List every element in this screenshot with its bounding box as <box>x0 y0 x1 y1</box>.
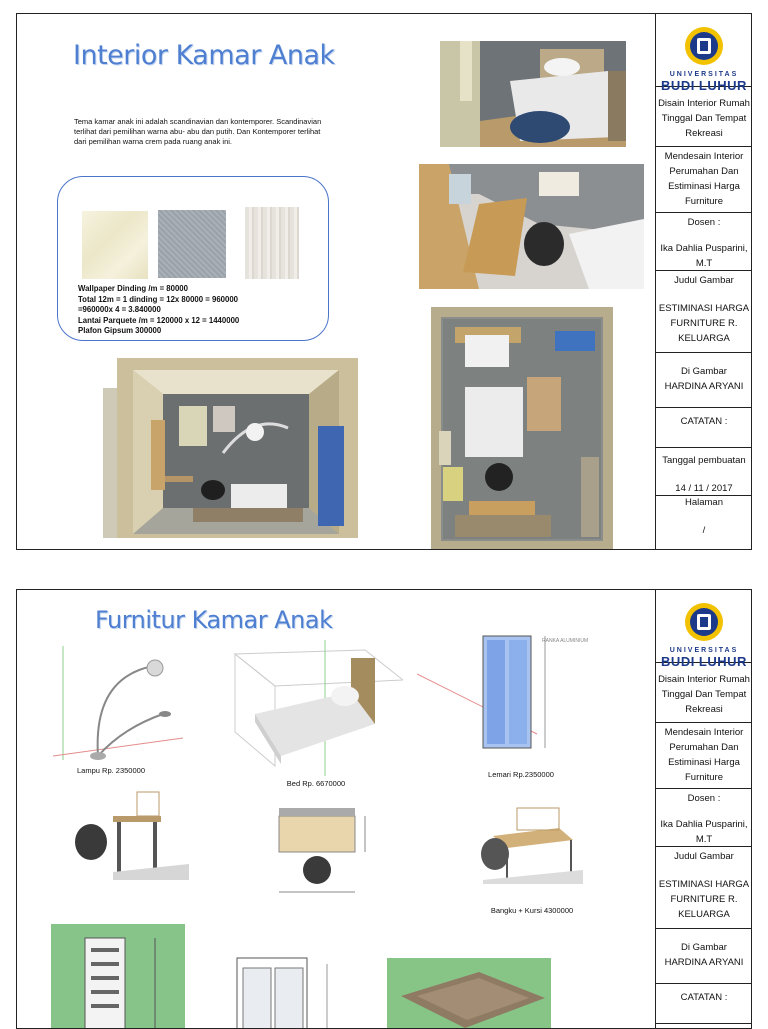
render-floor-plan <box>431 307 613 549</box>
project-title: Disain Interior Rumah Tinggal Dan Tempat… <box>656 662 752 723</box>
sheet-2-content: Furnitur Kamar Anak Lampu Rp. 2350000 Be… <box>17 590 655 1028</box>
university-logo-icon <box>685 603 723 641</box>
logo-cell: UNIVERSITAS BUDI LUHUR <box>656 590 752 669</box>
title-block: UNIVERSITAS BUDI LUHUR Disain Interior R… <box>655 14 752 549</box>
wallpaper-swatch <box>82 211 148 279</box>
page-label: Halaman <box>684 497 724 508</box>
project-title: Disain Interior Rumah Tinggal Dan Tempat… <box>656 86 752 147</box>
render-bed-closeup <box>440 41 626 147</box>
bed-caption: Bed Rp. 6670000 <box>286 779 346 788</box>
svg-text:RANKA ALUMINIUM: RANKA ALUMINIUM <box>542 638 588 644</box>
render-desk-view <box>419 164 644 289</box>
drawn-by: Di Gambar HARDINA ARYANI <box>656 353 752 408</box>
university-label: UNIVERSITAS <box>669 647 739 654</box>
drawing-sheet-1: Interior Kamar Anak Tema kamar anak ini … <box>16 13 752 550</box>
university-logo-icon <box>685 27 723 65</box>
drawn-label: Di Gambar <box>681 942 727 953</box>
desk-perspective-sketch <box>481 807 583 884</box>
university-label: UNIVERSITAS <box>669 71 739 78</box>
sheet-1-content: Interior Kamar Anak Tema kamar anak ini … <box>17 14 655 549</box>
dosen-name: Ika Dahlia Pusparini, M.T <box>656 809 752 847</box>
lamp-sketch <box>53 646 183 760</box>
render-room-perspective <box>103 358 358 538</box>
desk-side-sketch <box>75 791 189 880</box>
cost-line: Lantai Parquete /m = 120000 x 12 = 14400… <box>78 315 240 325</box>
window-sketch <box>236 957 328 1028</box>
drawn-label: Di Gambar <box>681 366 727 377</box>
materials-box: Wallpaper Dinding /m = 80000 Total 12m =… <box>57 176 329 341</box>
drawn-name: HARDINA ARYANI <box>664 381 744 392</box>
cost-line: Wallpaper Dinding /m = 80000 <box>78 284 188 293</box>
drawing-sheet-2: Furnitur Kamar Anak Lampu Rp. 2350000 Be… <box>16 589 752 1029</box>
bed-sketch <box>233 640 403 776</box>
university-name: BUDI LUHUR <box>661 654 747 669</box>
task-title: Mendesain Interior Perumahan Dan Estimin… <box>656 723 752 789</box>
date-cell: Tanggal pembuatan 14 / 11 / 2017 <box>656 448 752 496</box>
lamp-caption: Lampu Rp. 2350000 <box>77 766 145 775</box>
drawn-name: HARDINA ARYANI <box>664 957 744 968</box>
desk-top-sketch <box>278 808 366 893</box>
rug-sketch <box>387 958 551 1028</box>
page-title: Interior Kamar Anak <box>73 40 335 71</box>
date-label: Tanggal pembuatan <box>662 455 746 466</box>
judul-label: Judul Gambar <box>674 851 734 862</box>
dosen-label: Dosen : <box>687 793 721 804</box>
grey-fabric-swatch <box>158 210 226 278</box>
judul-label: Judul Gambar <box>674 275 734 286</box>
title-block: UNIVERSITAS BUDI LUHUR Disain Interior R… <box>655 590 752 1028</box>
catatan-label: CATATAN : <box>656 984 752 1024</box>
page-cell: Halaman / <box>656 495 752 550</box>
catatan-label: CATATAN : <box>656 408 752 448</box>
logo-cell: UNIVERSITAS BUDI LUHUR <box>656 14 752 93</box>
cost-list: Wallpaper Dinding /m = 80000 Total 12m =… <box>78 284 239 337</box>
judul-value: ESTIMINASI HARGA FURNITURE R. KELUARGA <box>656 289 752 353</box>
page-number: / <box>702 525 706 536</box>
cost-line: =960000x 4 = 3.840000 <box>78 305 161 314</box>
desk-caption: Bangku + Kursi 4300000 <box>490 906 574 915</box>
judul-value: ESTIMINASI HARGA FURNITURE R. KELUARGA <box>656 865 752 929</box>
wardrobe-caption: Lemari Rp.2350000 <box>488 770 554 779</box>
page-title: Furnitur Kamar Anak <box>95 606 333 634</box>
theme-description: Tema kamar anak ini adalah scandinavian … <box>74 117 322 146</box>
cost-line: Total 12m = 1 dinding = 12x 80000 = 9600… <box>78 294 238 304</box>
university-name: BUDI LUHUR <box>661 78 747 93</box>
dosen-label: Dosen : <box>687 217 721 228</box>
dosen-name: Ika Dahlia Pusparini, M.T <box>656 233 752 271</box>
task-title: Mendesain Interior Perumahan Dan Estimin… <box>656 147 752 213</box>
wardrobe-sketch: RANKA ALUMINIUM <box>417 635 588 749</box>
drawn-by: Di Gambar HARDINA ARYANI <box>656 929 752 984</box>
date-value: 14 / 11 / 2017 <box>675 483 733 494</box>
parquet-swatch <box>245 207 299 279</box>
door-sketch <box>51 924 185 1028</box>
cost-line: Plafon Gipsum 300000 <box>78 326 162 335</box>
